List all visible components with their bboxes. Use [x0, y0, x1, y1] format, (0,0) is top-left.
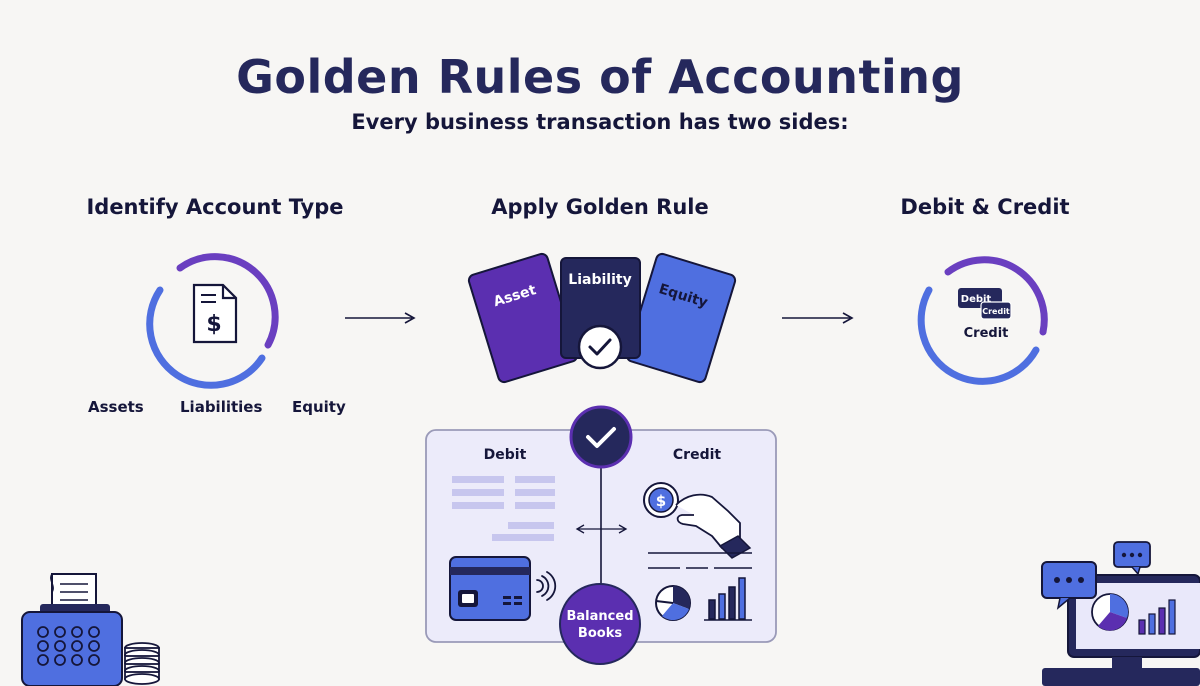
identify-ring-icon: [146, 253, 279, 389]
chat-bubble-icon: [1041, 561, 1097, 610]
checkmark-icon: [577, 324, 623, 370]
arrow-right-icon: [782, 312, 854, 324]
credit-entries: [648, 552, 752, 569]
credit-card-icon: [449, 556, 531, 621]
pie-chart-icon: [655, 585, 691, 621]
ledger-debit-label: Debit: [484, 447, 527, 463]
contactless-icon: [536, 571, 557, 601]
debit-entries: [452, 476, 555, 541]
rule-card-asset: Asset: [467, 252, 579, 384]
svg-text:$: $: [656, 492, 666, 510]
rule-card-equity: Equity: [625, 252, 737, 384]
tag-credit-text: Credit: [982, 307, 1010, 316]
account-type-equity: Equity: [292, 398, 346, 416]
page-title: Golden Rules of Accounting: [236, 50, 964, 104]
step-identify-title: Identify Account Type: [86, 195, 344, 219]
document-dollar-icon: $: [192, 283, 238, 344]
hand-coin-icon: $: [643, 482, 752, 559]
rule-card-liability-label: Liability: [568, 272, 631, 288]
bar-chart-icon: [704, 577, 752, 621]
ledger-credit-label: Credit: [673, 447, 721, 463]
balanced-books-line1: Balanced: [567, 609, 634, 624]
page-subtitle: Every business transaction has two sides…: [351, 110, 849, 134]
svg-text:$: $: [206, 312, 221, 337]
step-debit-credit-title: Debit & Credit: [900, 195, 1070, 219]
balanced-books-badge: Balanced Books: [559, 583, 641, 665]
balanced-books-line2: Books: [578, 626, 622, 641]
debit-credit-tag-icon: Debit Credit Credit: [958, 288, 1012, 341]
account-type-assets: Assets: [88, 398, 144, 416]
account-type-liabilities: Liabilities: [180, 398, 263, 416]
tag-debit-text: Debit: [961, 294, 992, 305]
tag-caption-text: Credit: [964, 326, 1009, 341]
coin-stack-icon: [124, 642, 160, 685]
chat-bubble-icon: [1113, 541, 1151, 576]
step-apply-title: Apply Golden Rule: [491, 195, 709, 219]
double-arrow-icon: [575, 524, 628, 534]
arrow-right-icon: [345, 312, 416, 324]
adding-machine-icon: [21, 573, 123, 686]
ledger-check-icon: [569, 405, 633, 469]
debit-credit-ring-icon: [917, 256, 1048, 385]
